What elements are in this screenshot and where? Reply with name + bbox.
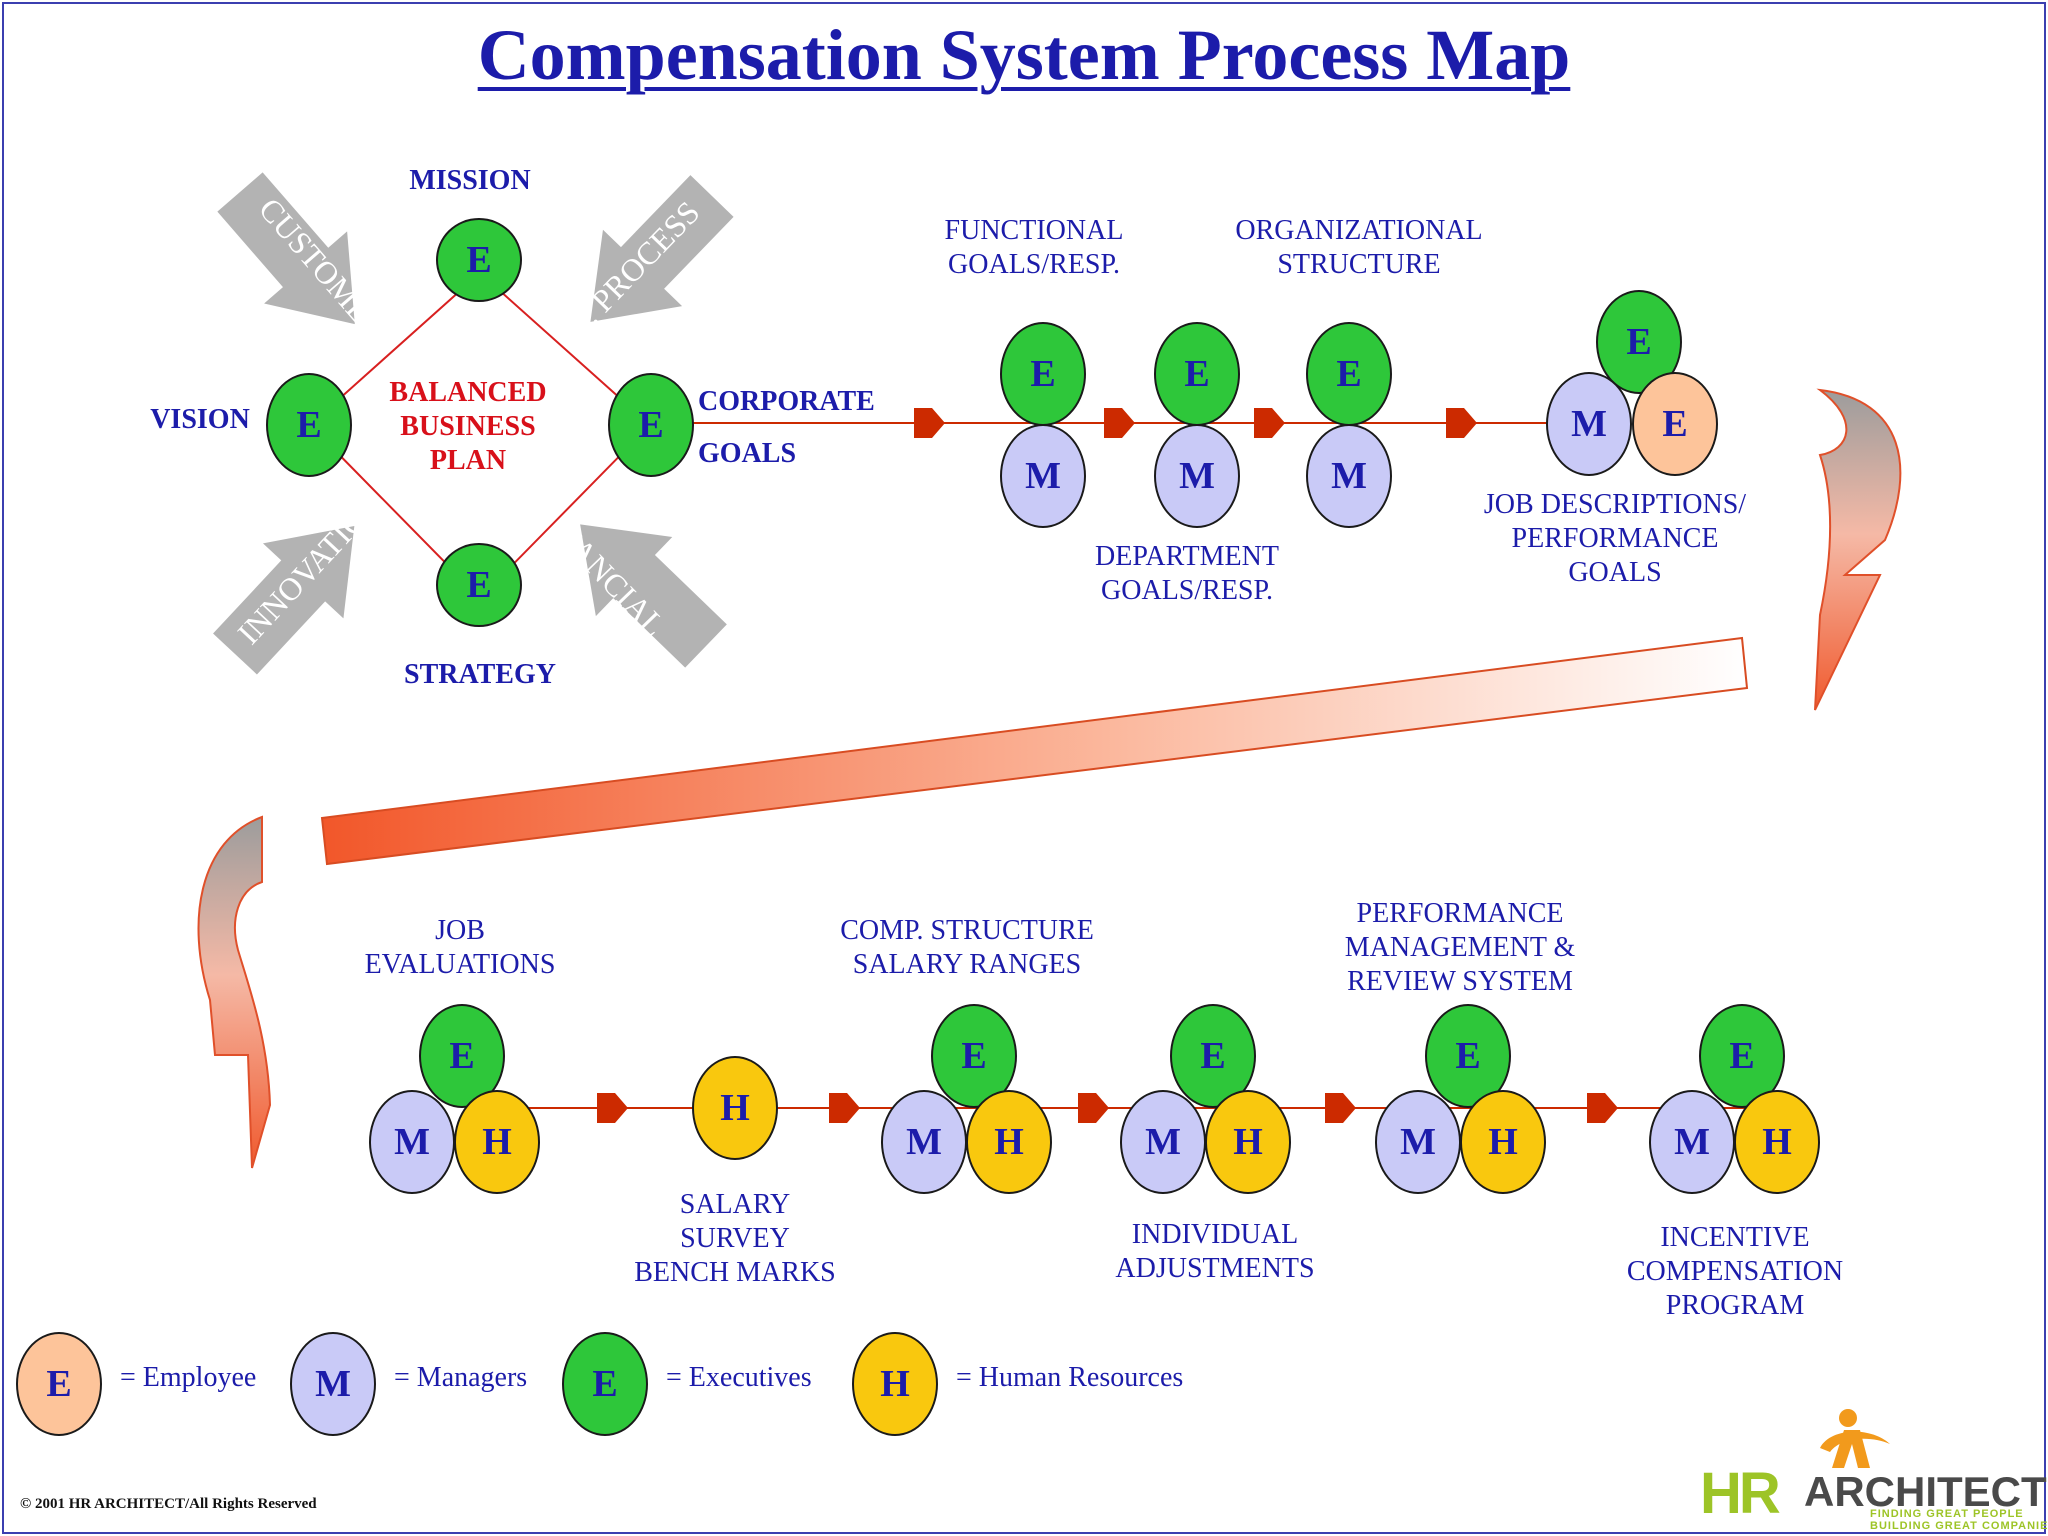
- circle-executives: E: [1154, 322, 1240, 426]
- label-incentive-compensation: INCENTIVE COMPENSATION PROGRAM: [1626, 1222, 1844, 1321]
- legend-text-managers: = Managers: [394, 1362, 528, 1393]
- legend-swatch-managers: M: [290, 1332, 376, 1436]
- circle-managers: M: [1649, 1090, 1735, 1194]
- circle-executives: E: [931, 1004, 1017, 1108]
- circle-executives: E: [266, 373, 352, 477]
- label-job-evaluations: JOB EVALUATIONS: [364, 915, 556, 980]
- logo-tagline: FINDING GREAT PEOPLE: [1870, 1508, 2024, 1520]
- flow-arrow: [1104, 408, 1135, 438]
- label-strategy: STRATEGY: [404, 659, 556, 690]
- flow-arrow: [1254, 408, 1285, 438]
- label-individual-adjustments: INDIVIDUAL ADJUSTMENTS: [1115, 1219, 1315, 1284]
- label-comp-structure: COMP. STRUCTURE SALARY RANGES: [840, 915, 1094, 980]
- circle-managers: M: [1306, 424, 1392, 528]
- label-salary-survey: SALARY SURVEY BENCH MARKS: [634, 1189, 836, 1288]
- logo-text-hr: HR: [1700, 1461, 1781, 1526]
- circle-human-resources: H: [1734, 1090, 1820, 1194]
- legend-swatch-executives: E: [562, 1332, 648, 1436]
- gray-arrow-innovation: [213, 526, 355, 675]
- circle-executives: E: [436, 218, 522, 302]
- legend-text-human-resources: = Human Resources: [956, 1362, 1184, 1393]
- circle-human-resources: H: [692, 1056, 778, 1160]
- circle-human-resources: H: [1205, 1090, 1291, 1194]
- flow-arrow: [1325, 1093, 1356, 1123]
- circle-human-resources: H: [1460, 1090, 1546, 1194]
- legend-text-employee: = Employee: [120, 1362, 257, 1393]
- logo-text-architect: ARCHITECT: [1804, 1468, 2047, 1515]
- perspective-label-innovation: INNOVATION: [230, 484, 389, 651]
- gray-arrow-customers: [217, 172, 355, 325]
- flow-arrow: [829, 1093, 860, 1123]
- balanced-business-plan-label: BALANCED BUSINESS PLAN: [389, 377, 547, 476]
- hr-architect-logo: HR ARCHITECT FINDING GREAT PEOPLE BUILDI…: [1700, 1408, 2048, 1532]
- circle-managers: M: [1120, 1090, 1206, 1194]
- legend-swatch-employee: E: [16, 1332, 102, 1436]
- label-functional-goals: FUNCTIONAL GOALS/RESP.: [944, 215, 1124, 280]
- transition-band: [320, 636, 1749, 866]
- label-performance-management: PERFORMANCE MANAGEMENT & REVIEW SYSTEM: [1344, 898, 1576, 997]
- circle-managers: M: [881, 1090, 967, 1194]
- label-job-descriptions: JOB DESCRIPTIONS/ PERFORMANCE GOALS: [1483, 489, 1747, 588]
- label-department-goals: DEPARTMENT GOALS/RESP.: [1095, 541, 1279, 606]
- circle-executives: E: [1000, 322, 1086, 426]
- logo-figure-icon: [1820, 1409, 1890, 1468]
- flow-arrow: [1587, 1093, 1618, 1123]
- circle-executives: E: [436, 543, 522, 627]
- copyright-notice: © 2001 HR ARCHITECT/All Rights Reserved: [20, 1496, 317, 1512]
- circle-employee: E: [1632, 372, 1718, 476]
- perspective-label-int-process: INT. PROCESS: [538, 194, 707, 367]
- flow-arrow: [597, 1093, 628, 1123]
- circle-managers: M: [369, 1090, 455, 1194]
- circle-managers: M: [1375, 1090, 1461, 1194]
- circle-executives: E: [1306, 322, 1392, 426]
- label-vision: VISION: [150, 404, 250, 435]
- legend-swatch-human-resources: H: [852, 1332, 938, 1436]
- page-title: Compensation System Process Map: [477, 15, 1571, 95]
- flow-arrow: [1078, 1093, 1109, 1123]
- circle-managers: M: [1546, 372, 1632, 476]
- circle-human-resources: H: [454, 1090, 540, 1194]
- gray-arrow-int-process: [590, 175, 734, 322]
- circle-managers: M: [1000, 424, 1086, 528]
- label-corporate-goals: CORPORATE GOALS: [698, 386, 875, 469]
- circle-human-resources: H: [966, 1090, 1052, 1194]
- label-mission: MISSION: [409, 165, 531, 196]
- label-organizational-structure: ORGANIZATIONAL STRUCTURE: [1235, 215, 1483, 280]
- flow-arrow: [914, 408, 945, 438]
- gray-arrow-financial: [580, 524, 727, 668]
- circle-executives: E: [608, 373, 694, 477]
- circle-managers: M: [1154, 424, 1240, 528]
- curved-arrow-left: [197, 815, 272, 1169]
- legend-text-executives: = Executives: [666, 1362, 812, 1393]
- curved-arrow-right: [1814, 388, 1902, 711]
- flow-arrow: [1446, 408, 1477, 438]
- logo-tagline: BUILDING GREAT COMPANIES: [1870, 1520, 2048, 1532]
